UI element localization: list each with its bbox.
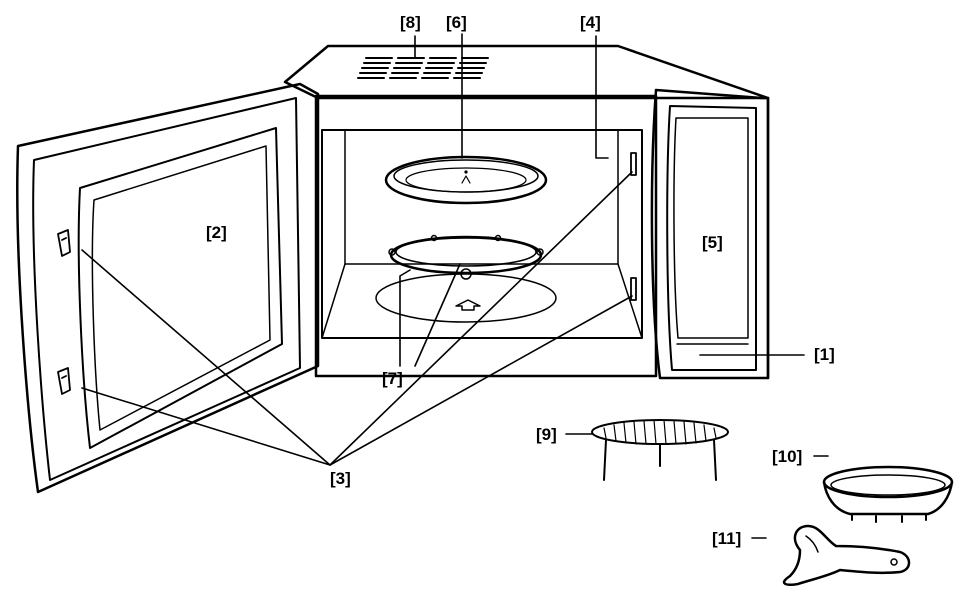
callout-8: [8]	[400, 13, 421, 32]
leader-lines	[81, 33, 829, 539]
callout-7: [7]	[382, 369, 403, 388]
callout-9: [9]	[536, 425, 557, 444]
pan-handle	[782, 524, 911, 586]
callout-2: [2]	[206, 223, 227, 242]
microwave-body	[283, 44, 770, 380]
callout-4: [4]	[580, 13, 601, 32]
control-panel	[650, 88, 770, 380]
open-door	[16, 82, 320, 494]
top-vent-grille	[357, 57, 489, 79]
oven-cavity	[321, 129, 643, 339]
callout-10: [10]	[772, 447, 803, 466]
callout-6: [6]	[446, 13, 467, 32]
glass-turntable	[384, 155, 548, 205]
callout-1: [1]	[814, 345, 835, 364]
callout-5: [5]	[702, 233, 723, 252]
callout-11: [11]	[712, 529, 742, 548]
crisp-pan	[822, 465, 954, 523]
door-latch-slots	[630, 152, 637, 301]
roller-ring	[388, 234, 544, 280]
callout-3: [3]	[330, 469, 351, 488]
wire-rack	[591, 419, 729, 481]
